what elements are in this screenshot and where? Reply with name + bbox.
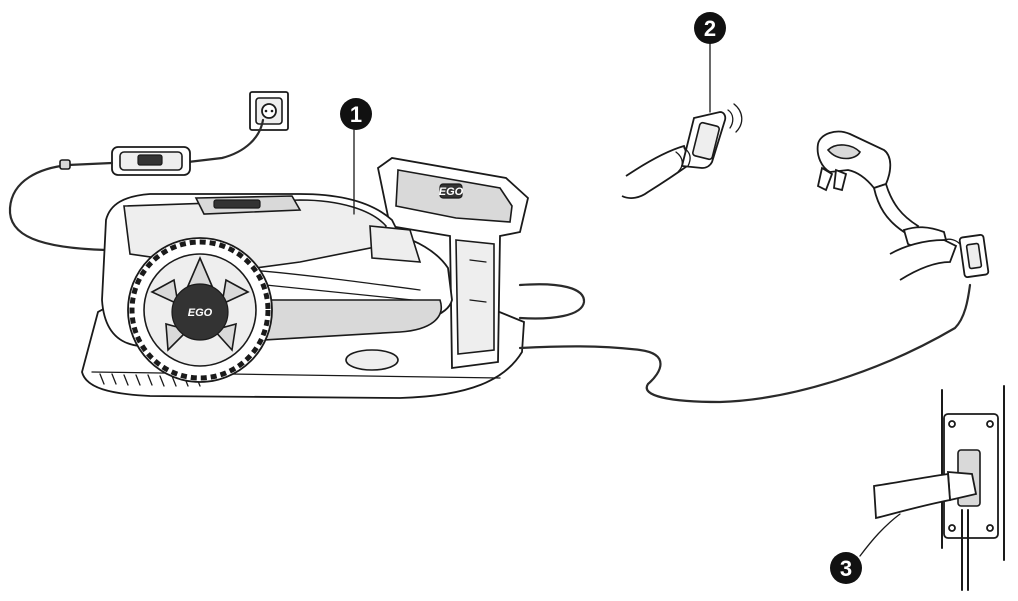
wheel-brand-label: EGO [188, 307, 213, 319]
charging-connector [816, 130, 990, 281]
rear-wheel: EGO [127, 237, 273, 383]
callout-1: 1 [340, 98, 372, 215]
callout-2: 2 [694, 12, 726, 44]
hand-smartphone [621, 41, 743, 199]
wheel-spokes [150, 255, 250, 352]
callout-2-number: 2 [704, 16, 716, 41]
callout-3: 3 [830, 513, 901, 584]
callout-1-number: 1 [350, 102, 362, 127]
station-brand-label: EGO [439, 186, 464, 198]
wall-connection [873, 385, 1005, 591]
docking-station: EGO [376, 157, 529, 370]
callout-3-number: 3 [840, 556, 852, 581]
boundary-wire [518, 283, 972, 404]
power-adapter [8, 118, 265, 252]
wall-socket [249, 91, 289, 131]
